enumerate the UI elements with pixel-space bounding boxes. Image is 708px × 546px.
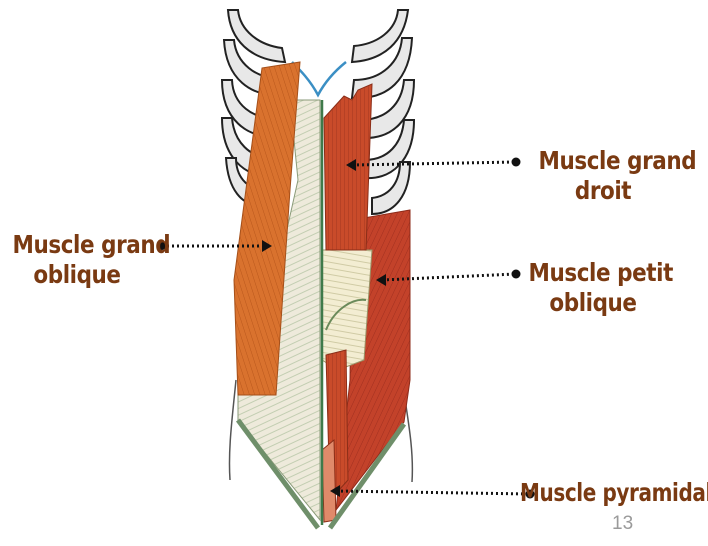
label-line-1: Muscle grand bbox=[539, 146, 668, 176]
page-number: 13 bbox=[612, 513, 633, 535]
label-muscle-petit-oblique: Muscle petit oblique bbox=[529, 258, 658, 318]
label-line-2: droit bbox=[539, 176, 668, 206]
label-line-1: Muscle petit bbox=[529, 258, 658, 288]
label-muscle-grand-oblique: Muscle grand oblique bbox=[13, 230, 142, 290]
pyramidalis-muscle bbox=[322, 440, 336, 522]
rectus-sheath bbox=[322, 250, 372, 370]
label-line-2: oblique bbox=[529, 288, 658, 318]
label-line-2: oblique bbox=[13, 260, 142, 290]
label-muscle-grand-droit: Muscle grand droit bbox=[539, 146, 668, 206]
label-line-1: Muscle pyramidal bbox=[520, 478, 680, 508]
label-muscle-pyramidal: Muscle pyramidal bbox=[520, 478, 680, 508]
rectus-abdominis-upper bbox=[324, 84, 372, 250]
label-line-1: Muscle grand bbox=[13, 230, 142, 260]
